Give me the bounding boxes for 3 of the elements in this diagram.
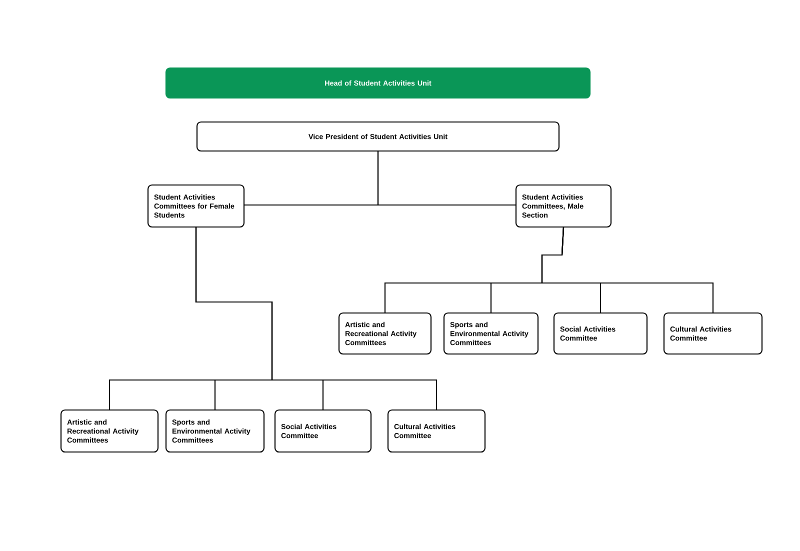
connector-line (541, 228, 714, 312)
connector-line (195, 228, 438, 410)
connector-line (377, 152, 517, 206)
